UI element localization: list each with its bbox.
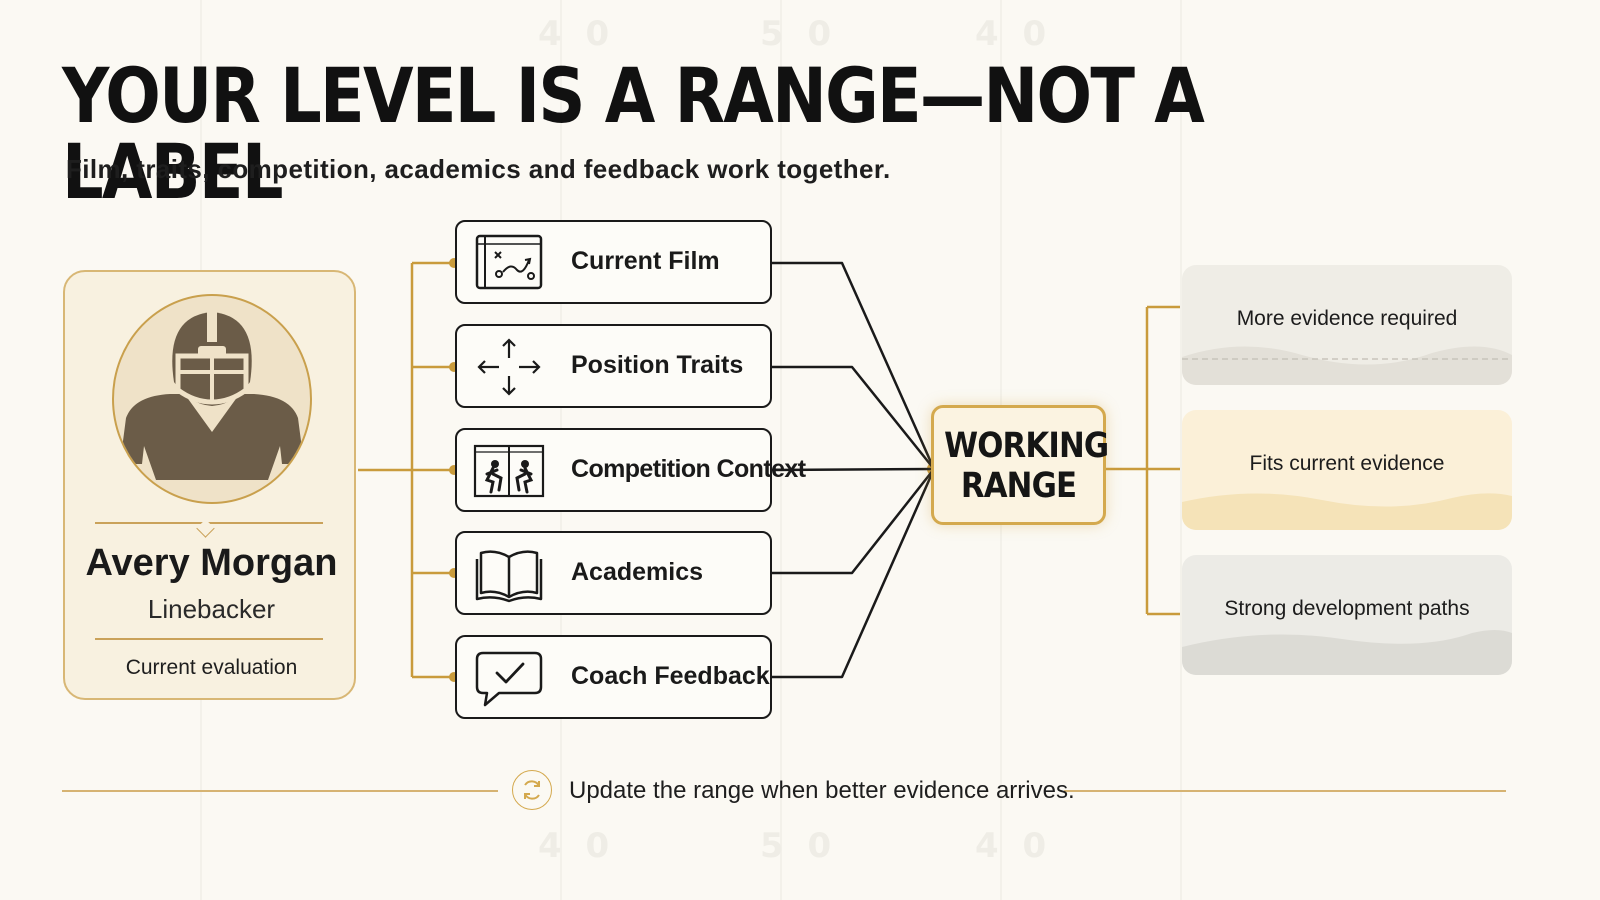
evaluation-status: Current evaluation [125,656,298,679]
player-position: Linebacker [147,594,276,624]
outcome-label: Strong development paths [1224,597,1470,620]
input-card-position-traits: Position Traits [455,324,772,408]
outcome-development-paths: Strong development paths [1182,555,1512,675]
refresh-icon [512,770,552,810]
yard-number: 4 0 [538,14,616,54]
yard-number: 4 0 [975,826,1053,866]
player-name: Avery Morgan [85,542,338,584]
outcome-fits-evidence: Fits current evidence [1182,410,1512,530]
input-label: Current Film [571,247,720,275]
input-label: Position Traits [571,351,744,379]
input-label: Coach Feedback [571,662,770,690]
page-title: YOUR LEVEL IS A RANGE—NOT A LABEL [62,51,1205,216]
outcome-more-evidence: More evidence required [1182,265,1512,385]
wave-decoration [1182,493,1512,530]
outcome-label: Fits current evidence [1249,452,1445,475]
football-player-helmet-icon [112,294,312,504]
playbook-film-icon [475,234,543,290]
input-card-academics: Academics [455,531,772,615]
input-card-competition-context: Competition Context [455,428,806,512]
checkmark-speech-bubble-icon [475,651,543,707]
page-subtitle: Film, traits, competition, academics and… [66,154,891,184]
yard-number: 4 0 [538,826,616,866]
hub-line-2: RANGE [960,466,1077,506]
outcome-label: More evidence required [1236,307,1458,330]
divider [95,638,323,640]
yard-number: 5 0 [760,826,838,866]
hub-line-1: WORKING [944,426,1109,466]
input-card-current-film: Current Film [455,220,772,304]
wave-decoration [1182,630,1512,675]
open-book-icon [475,550,543,603]
player-profile-card: Avery Morgan Linebacker Current evaluati… [63,270,356,700]
footer-note: Update the range when better evidence ar… [569,777,1075,804]
wave-decoration [1182,346,1512,385]
footer-rule [62,790,498,792]
move-arrows-icon [477,338,541,396]
footer-rule [1064,790,1506,792]
field-line [1180,0,1182,900]
competition-players-icon [473,444,545,498]
input-card-coach-feedback: Coach Feedback [455,635,772,719]
input-label: Competition Context [571,455,806,483]
yard-number: 4 0 [975,14,1053,54]
working-range-hub: WORKING RANGE [931,405,1109,525]
input-label: Academics [571,558,704,586]
yard-number: 5 0 [760,14,838,54]
field-line [780,0,782,900]
